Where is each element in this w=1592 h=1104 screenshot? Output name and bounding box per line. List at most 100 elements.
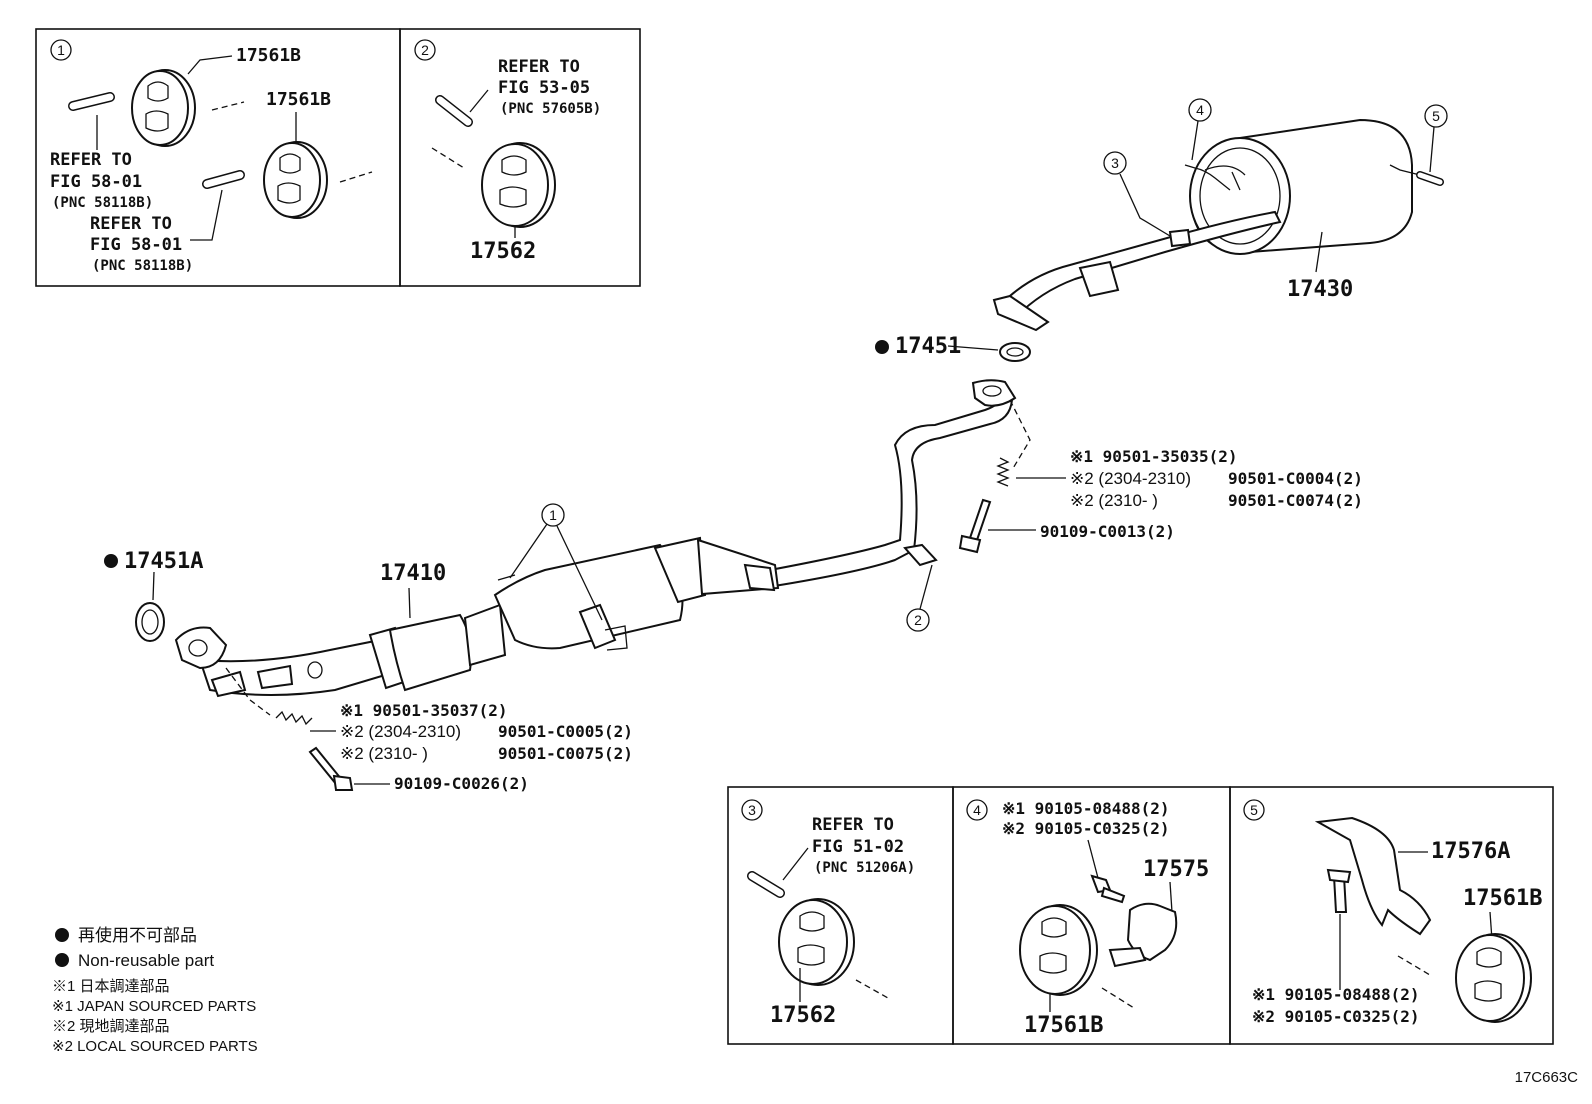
legend-marker-jp xyxy=(55,928,69,942)
hanger-17562-top xyxy=(481,142,556,228)
detail-panel-5: 5 17576A 17561B ※1 90105-08488(2) ※2 901… xyxy=(1229,786,1554,1045)
label-rear-n2b-range: ※2 (2310- ) xyxy=(1070,491,1158,510)
non-reusable-marker-17451 xyxy=(875,340,889,354)
callout-circle-3 xyxy=(741,799,763,821)
label-rear-n2a-range: ※2 (2304-2310) xyxy=(1070,469,1191,488)
legend-note2-jp: ※2 現地調達部品 xyxy=(52,1018,170,1035)
label-17562-bottom: 17562 xyxy=(770,1003,836,1028)
callout-3-top-label: 3 xyxy=(1111,155,1119,171)
label-panel5-bolt1: ※1 90105-08488(2) xyxy=(1252,985,1420,1004)
label-rear-n2a-pn: 90501-C0004(2) xyxy=(1228,469,1363,488)
diagram-code: 17C663C xyxy=(1515,1069,1579,1086)
legend: 再使用不可部品 Non-reusable part ※1 日本調達部品 ※1 J… xyxy=(52,925,258,1055)
label-rear-nut1: ※1 90501-35035(2) xyxy=(1070,447,1238,466)
label-panel4-bolt2: ※2 90105-C0325(2) xyxy=(1002,819,1170,838)
legend-note2-en: ※2 LOCAL SOURCED PARTS xyxy=(52,1038,258,1055)
label-rear-bolt: 90109-C0013(2) xyxy=(1040,522,1175,541)
label-17575: 17575 xyxy=(1143,857,1209,882)
callout-circle-1 xyxy=(50,39,72,61)
detail-panel-4: 4 ※1 90105-08488(2) ※2 90105-C0325(2) 17… xyxy=(952,786,1231,1045)
tail-pipe-flange xyxy=(992,294,1050,332)
hanger-17561B-panel5 xyxy=(1455,933,1532,1023)
center-pipe xyxy=(768,393,1014,588)
detail-panel-2: 2 REFER TO FIG 53-05 (PNC 57605B) 17562 xyxy=(399,28,641,287)
detail-box-2-frame xyxy=(399,28,641,287)
legend-marker-en xyxy=(55,953,69,967)
ref-text-3-line1: REFER TO xyxy=(812,815,894,835)
callout-5-top-label: 5 xyxy=(1432,108,1440,124)
ref-text-1b-line3: (PNC 58118B) xyxy=(92,258,193,274)
front-pipe-flange xyxy=(174,626,228,670)
callout-circle-2 xyxy=(414,39,436,61)
center-pipe-hanger-bracket xyxy=(903,543,938,567)
callout-5-label: 5 xyxy=(1250,802,1258,818)
center-pipe-flange xyxy=(971,379,1017,407)
label-17561B-panel5: 17561B xyxy=(1463,886,1542,911)
legend-note1-en: ※1 JAPAN SOURCED PARTS xyxy=(52,998,256,1015)
legend-nonreuse-en: Non-reusable part xyxy=(78,951,214,970)
ref-text-2-line3: (PNC 57605B) xyxy=(500,101,601,117)
callout-circle-2-pipe xyxy=(906,608,930,632)
ref-text-1b-line2: FIG 58-01 xyxy=(90,235,182,255)
bolt-rear xyxy=(968,498,992,542)
label-front-n2b-range: ※2 (2310- ) xyxy=(340,744,428,763)
callout-1-pipe-label: 1 xyxy=(549,507,557,523)
label-rear-n2b-pn: 90501-C0074(2) xyxy=(1228,491,1363,510)
ref-text-1a-line2: FIG 58-01 xyxy=(50,172,142,192)
ref-text-1a-line3: (PNC 58118B) xyxy=(52,195,153,211)
hanger-17562-bottom xyxy=(778,898,855,986)
detail-panel-3: 3 REFER TO FIG 51-02 (PNC 51206A) 17562 xyxy=(727,786,954,1045)
callout-3-label: 3 xyxy=(748,802,756,818)
non-reusable-marker-17451A xyxy=(104,554,118,568)
callout-circle-1-pipe xyxy=(541,503,565,527)
callout-circle-5-top xyxy=(1424,104,1448,128)
hanger-17561B-a xyxy=(131,69,196,147)
tail-pipe-clamp xyxy=(1168,228,1192,248)
callout-circle-4 xyxy=(966,799,988,821)
gasket-17451 xyxy=(999,342,1031,362)
label-17576A: 17576A xyxy=(1431,839,1510,864)
spring-front xyxy=(275,710,313,726)
ref-text-3-line3: (PNC 51206A) xyxy=(814,860,915,876)
ref-text-2-line2: FIG 53-05 xyxy=(498,78,590,98)
label-panel4-bolt1: ※1 90105-08488(2) xyxy=(1002,799,1170,818)
front-pipe-17410 xyxy=(198,536,780,696)
callout-4-label: 4 xyxy=(973,802,981,818)
callout-4-top-label: 4 xyxy=(1196,102,1204,118)
label-front-n2b-pn: 90501-C0075(2) xyxy=(498,744,633,763)
gasket-17451A xyxy=(135,602,165,642)
callout-2-label: 2 xyxy=(421,42,429,58)
label-panel5-bolt2: ※2 90105-C0325(2) xyxy=(1252,1007,1420,1026)
callout-circle-4-top xyxy=(1188,98,1212,122)
callout-2-pipe-label: 2 xyxy=(914,612,922,628)
legend-nonreuse-jp: 再使用不可部品 xyxy=(78,925,197,945)
label-17451A: 17451A xyxy=(124,549,203,574)
ref-text-1a-line1: REFER TO xyxy=(50,150,132,170)
legend-note1-jp: ※1 日本調達部品 xyxy=(52,978,170,995)
hanger-17561B-panel4 xyxy=(1019,904,1098,996)
detail-box-5-frame xyxy=(1229,786,1554,1045)
hanger-17561B-b xyxy=(263,141,328,219)
callout-circle-3-top xyxy=(1103,151,1127,175)
ref-text-1b-line1: REFER TO xyxy=(90,214,172,234)
bracket-17576A xyxy=(1314,816,1432,936)
callout-1-label: 1 xyxy=(57,42,65,58)
label-17561B-a: 17561B xyxy=(236,45,301,66)
label-17430: 17430 xyxy=(1287,277,1353,302)
detail-panel-1: 1 17561B 17561B REFER TO FIG 58-01 (PNC … xyxy=(35,28,401,287)
label-17561B-panel4: 17561B xyxy=(1024,1013,1103,1038)
callout-circle-5 xyxy=(1243,799,1265,821)
label-17562-top: 17562 xyxy=(470,239,536,264)
tail-pipe xyxy=(998,210,1282,320)
label-17561B-b: 17561B xyxy=(266,89,331,110)
converter-hanger-bracket xyxy=(578,603,617,650)
label-front-nut1: ※1 90501-35037(2) xyxy=(340,701,508,720)
label-front-n2a-pn: 90501-C0005(2) xyxy=(498,722,633,741)
label-front-bolt: 90109-C0026(2) xyxy=(394,774,529,793)
spring-rear xyxy=(996,457,1010,487)
front-pipe-bracket xyxy=(210,670,247,698)
ref-text-3-line2: FIG 51-02 xyxy=(812,837,904,857)
label-17410: 17410 xyxy=(380,561,446,586)
